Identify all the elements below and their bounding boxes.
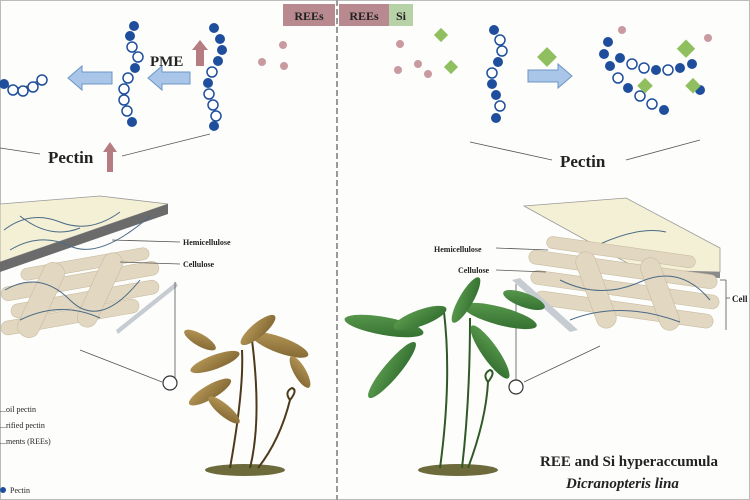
right-hemicellulose-label: Hemicellulose xyxy=(434,245,482,254)
pme-up-arrow xyxy=(192,40,208,66)
left-pectin-label: Pectin xyxy=(48,148,94,167)
right-cell-wall xyxy=(495,197,730,384)
pme-label: PME xyxy=(150,54,183,70)
left-fern-brown xyxy=(184,314,311,476)
left-arrow-1 xyxy=(67,64,113,92)
left-legend: ...oil pectin ...rified pectin ...ments … xyxy=(0,405,51,495)
right-pectin-chain-1 xyxy=(486,25,508,123)
header-tags: REEs REEs Si xyxy=(283,4,413,26)
si-crystal-icon xyxy=(537,47,557,67)
left-zoom-circle xyxy=(162,375,178,391)
left-cell-wall xyxy=(0,195,181,383)
legend-item-1: ...oil pectin xyxy=(0,405,36,414)
legend-pectin-dot-icon xyxy=(0,487,6,493)
legend-item-4: Pectin xyxy=(10,486,30,495)
left-panel: PME Pectin xyxy=(0,21,311,495)
right-ree-tag xyxy=(339,4,389,26)
right-arrow xyxy=(527,62,573,90)
si-tag-text: Si xyxy=(396,9,407,23)
left-pectin-chain-short xyxy=(0,74,48,97)
right-cellulose-label: Cellulose xyxy=(458,266,490,275)
left-pectin-chain-right xyxy=(203,23,227,131)
left-hemicellulose-label: Hemicellulose xyxy=(183,238,231,247)
legend-item-2: ...rified pectin xyxy=(0,421,45,430)
left-ree-tag-text: REEs xyxy=(294,9,324,23)
right-zoom-circle xyxy=(508,379,524,395)
left-ree-dots xyxy=(258,41,288,70)
legend-item-3: ...ments (REEs) xyxy=(0,437,51,446)
right-pectin-crosslinked xyxy=(599,26,712,115)
right-pectin-label: Pectin xyxy=(560,152,606,171)
left-cellulose-label: Cellulose xyxy=(183,260,215,269)
left-arrow-2 xyxy=(147,64,191,92)
right-title-line-1: REE and Si hyperaccumula xyxy=(540,454,718,470)
right-panel: Pectin Hemicellulose Cel xyxy=(344,25,748,492)
left-ree-tag xyxy=(283,4,335,26)
left-pectin-up-arrow xyxy=(103,142,117,172)
right-ree-tag-text: REEs xyxy=(349,9,379,23)
si-tag xyxy=(389,4,413,26)
right-cell-wall-label: Cell xyxy=(732,294,748,304)
right-ree-si-ions xyxy=(394,27,459,78)
right-title-line-2: Dicranopteris lina xyxy=(565,476,679,492)
left-pectin-chain-middle xyxy=(118,21,144,127)
right-fern-green xyxy=(344,277,545,476)
